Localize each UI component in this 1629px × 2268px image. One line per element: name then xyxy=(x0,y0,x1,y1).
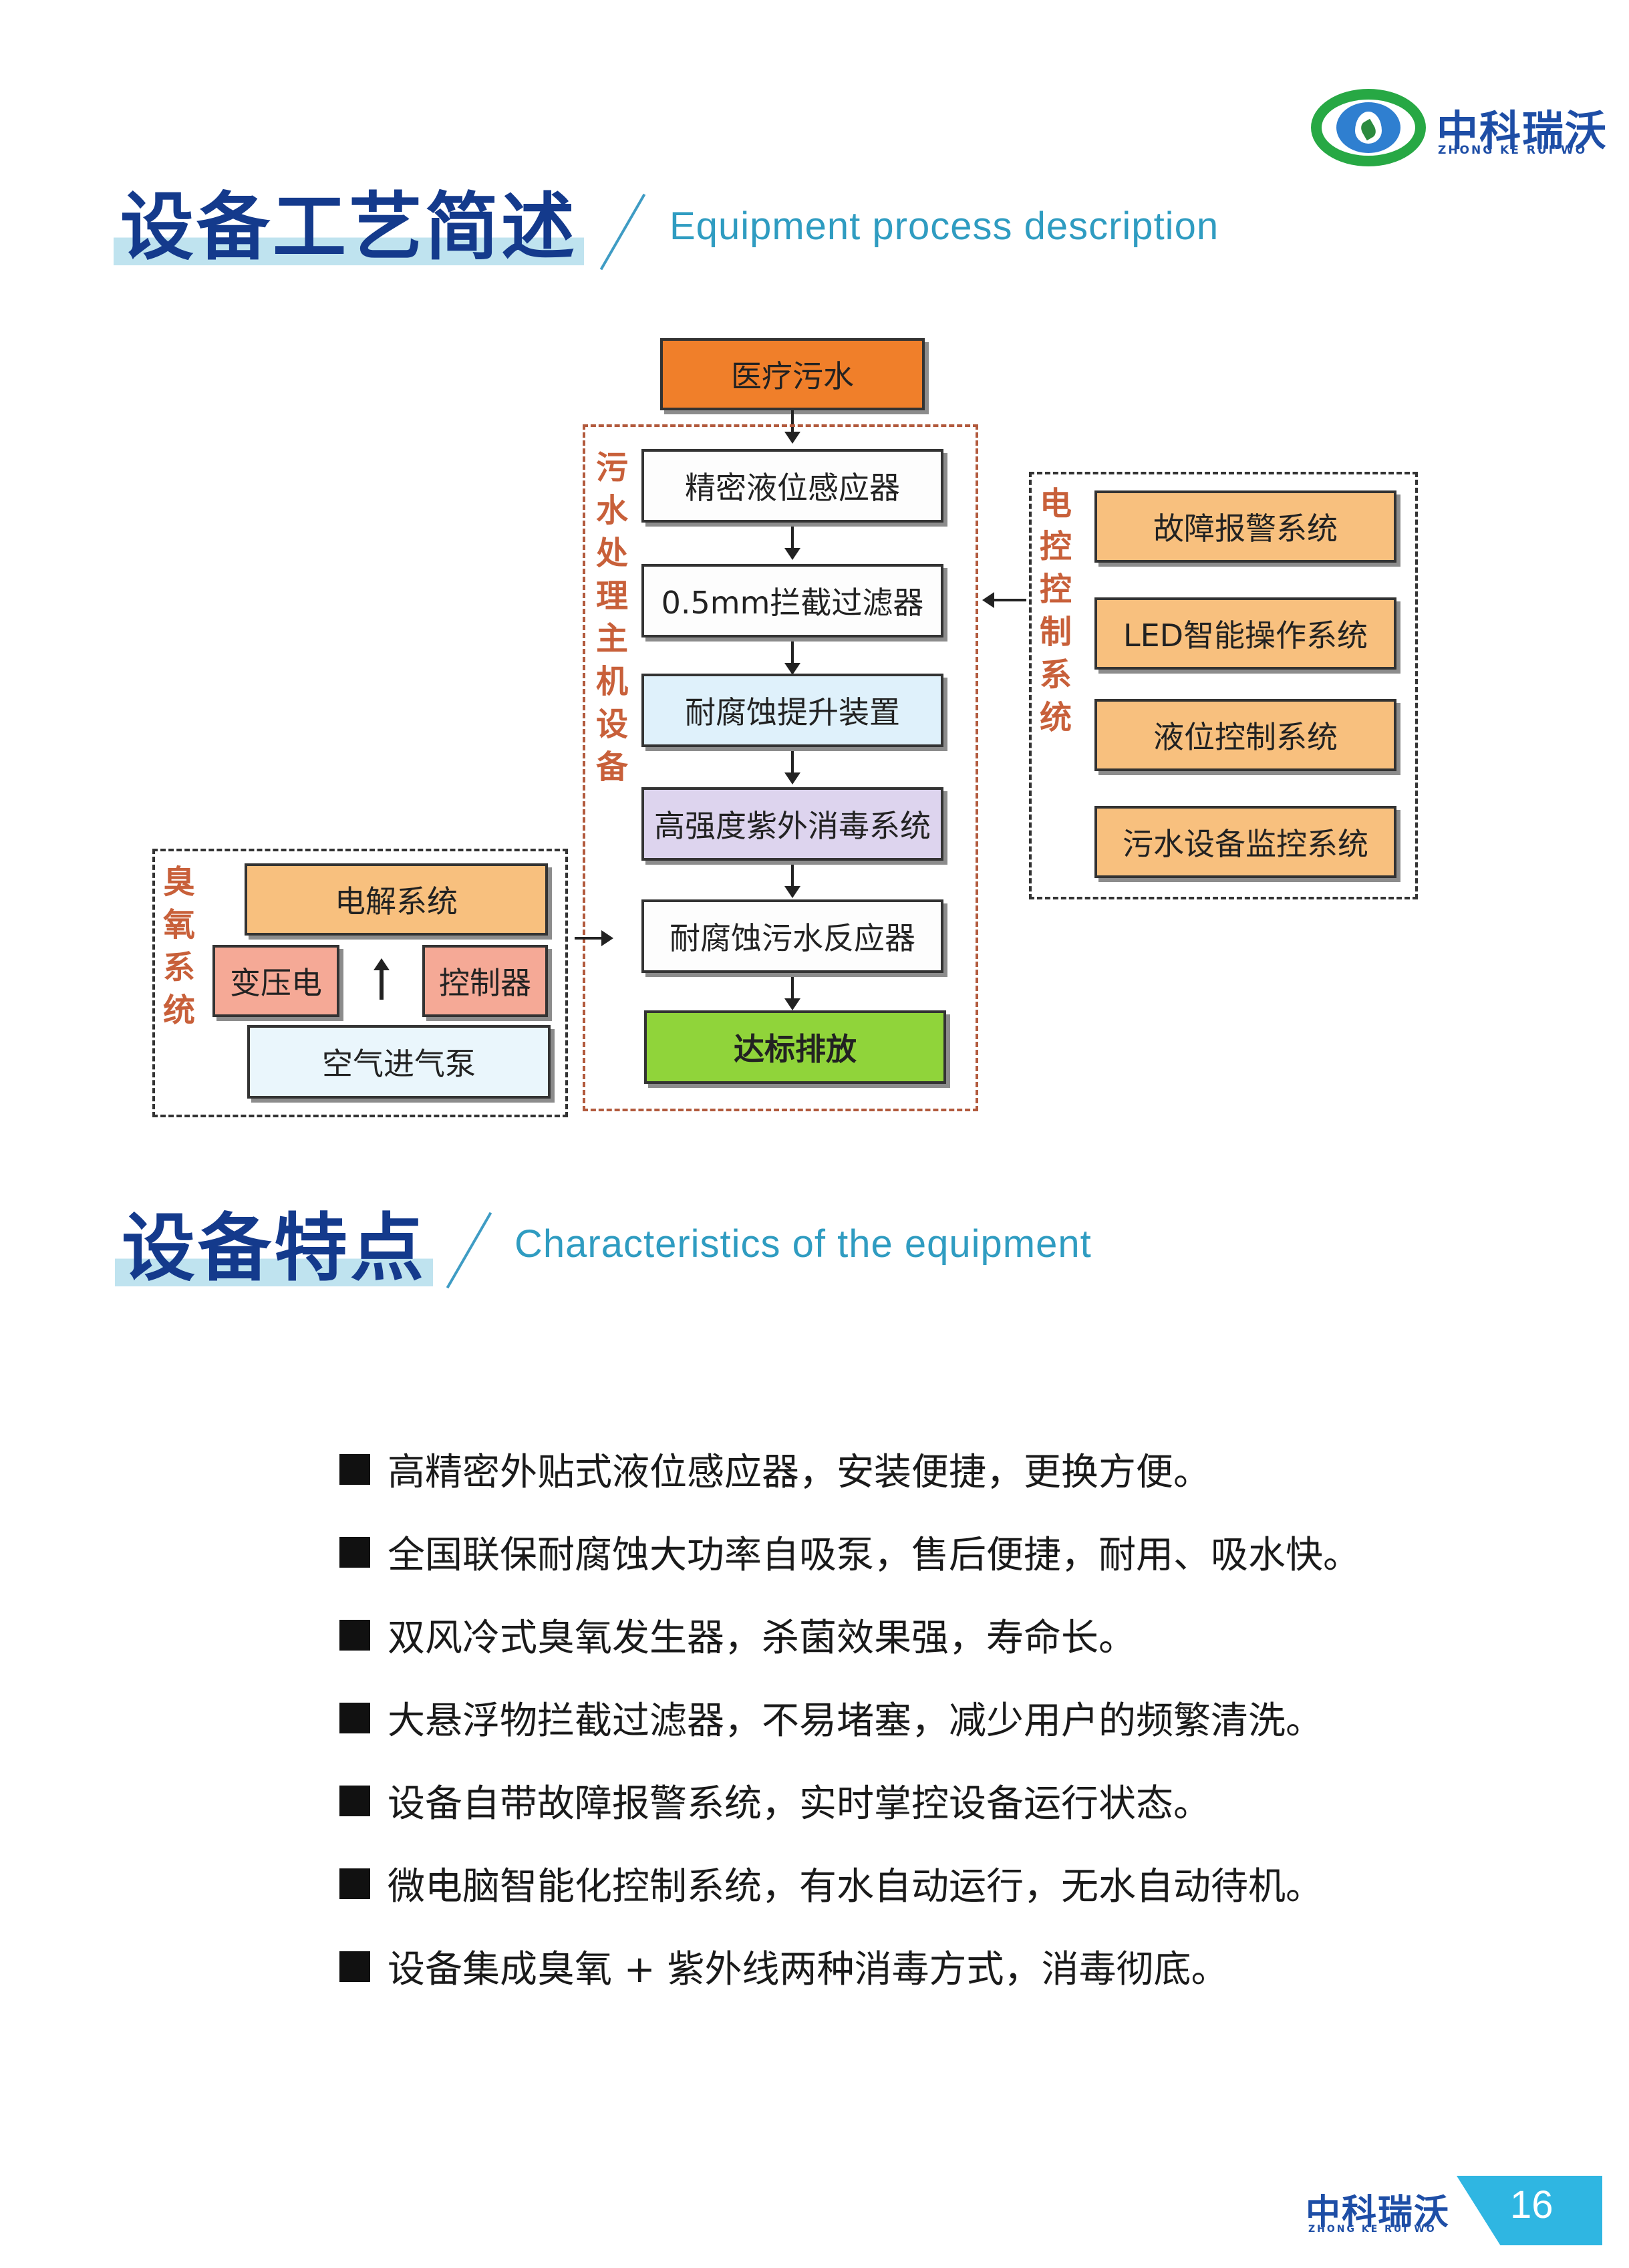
control-fault-alarm: 故障报警系统 xyxy=(1094,490,1396,563)
step-reactor: 耐腐蚀污水反应器 xyxy=(641,899,943,973)
section-subtitle-process: Equipment process description xyxy=(670,204,1219,248)
ozone-group-label: 臭氧系统 xyxy=(162,863,195,1029)
feature-item: 微电脑智能化控制系统，有水自动运行，无水自动待机。 xyxy=(339,1856,1323,1910)
main-equipment-group xyxy=(583,424,978,1111)
feature-item: 设备自带故障报警系统，实时掌控设备运行状态。 xyxy=(339,1774,1211,1828)
footer-brand-en: ZHONG KE RUI WO xyxy=(1308,2224,1437,2235)
brand-name-cn: 中科瑞沃 xyxy=(1437,106,1608,155)
ozone-transformer: 变压电 xyxy=(212,945,339,1017)
control-system-group xyxy=(1029,472,1418,899)
ozone-controller: 控制器 xyxy=(422,945,548,1017)
feature-item: 高精密外贴式液位感应器，安装便捷，更换方便。 xyxy=(339,1442,1211,1496)
square-bullet-icon xyxy=(339,1785,370,1816)
arrow-down xyxy=(784,642,800,675)
arrow-down xyxy=(784,751,800,785)
step-lifting-device: 耐腐蚀提升装置 xyxy=(641,674,943,747)
section-subtitle-characteristics: Characteristics of the equipment xyxy=(514,1222,1092,1266)
step-level-sensor: 精密液位感应器 xyxy=(641,449,943,523)
feature-text: 大悬浮物拦截过滤器，不易堵塞，减少用户的频繁清洗。 xyxy=(388,1699,1323,1743)
section-title-characteristics: 设备特点 xyxy=(115,1188,433,1295)
page-number: 16 xyxy=(1510,2183,1553,2227)
source-box: 医疗污水 xyxy=(660,338,925,410)
feature-item: 双风冷式臭氧发生器，杀菌效果强，寿命长。 xyxy=(339,1608,1136,1662)
step-uv-disinfection: 高强度紫外消毒系统 xyxy=(641,787,943,861)
section-title-process: 设备工艺简述 xyxy=(114,167,584,274)
main-group-label: 污水处理主机设备 xyxy=(595,449,628,786)
feature-item: 设备集成臭氧 + 紫外线两种消毒方式，消毒彻底。 xyxy=(339,1939,1229,1993)
brand-name-en: ZHONG KE RUI WO xyxy=(1438,144,1588,157)
ozone-electrolysis: 电解系统 xyxy=(245,863,548,936)
feature-text: 全国联保耐腐蚀大功率自吸泵，售后便捷，耐用、吸水快。 xyxy=(388,1534,1360,1577)
arrow-down xyxy=(784,527,800,560)
feature-text: 高精密外贴式液位感应器，安装便捷，更换方便。 xyxy=(388,1451,1211,1494)
feature-item: 全国联保耐腐蚀大功率自吸泵，售后便捷，耐用、吸水快。 xyxy=(339,1525,1360,1579)
step-discharge: 达标排放 xyxy=(644,1010,946,1084)
feature-text: 微电脑智能化控制系统，有水自动运行，无水自动待机。 xyxy=(388,1865,1323,1908)
square-bullet-icon xyxy=(339,1951,370,1982)
square-bullet-icon xyxy=(339,1453,370,1485)
ozone-air-pump: 空气进气泵 xyxy=(247,1025,551,1099)
square-bullet-icon xyxy=(339,1702,370,1733)
title-divider xyxy=(599,193,646,271)
arrow-up xyxy=(374,958,390,1000)
feature-text: 设备集成臭氧 + 紫外线两种消毒方式，消毒彻底。 xyxy=(388,1948,1229,1991)
control-led-operation: LED智能操作系统 xyxy=(1094,597,1396,670)
square-bullet-icon xyxy=(339,1536,370,1568)
square-bullet-icon xyxy=(339,1619,370,1651)
arrow-down xyxy=(784,865,800,898)
square-bullet-icon xyxy=(339,1868,370,1899)
arrow-left xyxy=(982,592,1026,608)
title-divider xyxy=(446,1212,492,1289)
step-interception-filter: 0.5mm拦截过滤器 xyxy=(641,564,943,637)
ozone-system-group xyxy=(152,849,568,1117)
feature-text: 设备自带故障报警系统，实时掌控设备运行状态。 xyxy=(388,1782,1211,1826)
feature-text: 双风冷式臭氧发生器，杀菌效果强，寿命长。 xyxy=(388,1616,1136,1660)
control-group-label: 电控控制系统 xyxy=(1039,485,1072,736)
arrow-right xyxy=(575,930,613,946)
feature-item: 大悬浮物拦截过滤器，不易堵塞，减少用户的频繁清洗。 xyxy=(339,1691,1323,1745)
control-level-system: 液位控制系统 xyxy=(1094,699,1396,771)
arrow-down xyxy=(784,977,800,1010)
control-monitoring: 污水设备监控系统 xyxy=(1094,806,1396,878)
footer-brand-cn: 中科瑞沃 xyxy=(1306,2192,1451,2233)
